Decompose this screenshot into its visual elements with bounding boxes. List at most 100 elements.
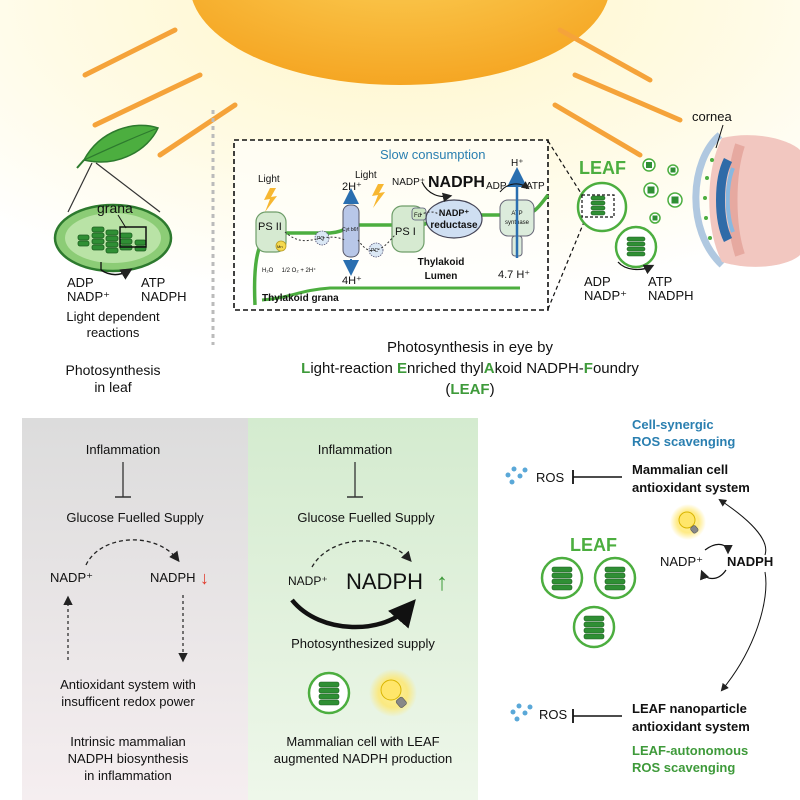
leaf-eye-illustration: LEAF ADP NADP⁺ ATP NADPH (547, 109, 800, 310)
eye-adp: ADP (584, 274, 611, 289)
ros-dots-bottom (510, 703, 533, 722)
left-antioxidant-line2: insufficent redox power (61, 694, 195, 709)
water-split: H₂O 1/2 O₂ + 2H⁺ (262, 267, 316, 274)
nadp-reductase-label-2: reductase (430, 220, 478, 231)
mid-caption-line2: augmented NADPH production (274, 751, 453, 766)
panel-right: Cell-synergic ROS scavenging ROS Mammali… (505, 417, 773, 775)
ros-bottom-label: ROS (539, 707, 568, 722)
mid-glucose: Glucose Fuelled Supply (297, 510, 435, 525)
title-f: F (584, 360, 593, 377)
main-title: Photosynthesis in eye by Light-reaction … (301, 339, 639, 398)
cytbf-complex (342, 204, 360, 258)
right-mammalian-1: Mammalian cell (632, 462, 728, 477)
title-part-4: oundry (593, 360, 639, 377)
right-leaf-nano-1: LEAF nanoparticle (632, 701, 747, 716)
left-down-arrow: ↓ (200, 568, 209, 588)
title-part-3: koid NADPH- (495, 360, 584, 377)
eye-iris (716, 157, 733, 243)
main-title-line1: Photosynthesis in eye by (387, 339, 553, 356)
electron-path (284, 211, 441, 252)
cytbf-label: Cyt b6f (342, 227, 358, 233)
pq-label: PQ (317, 236, 324, 242)
title-paren-open: ( (445, 381, 450, 398)
lightning-icon-2 (372, 184, 385, 208)
panel-left: Inflammation Glucose Fuelled Supply NADP… (22, 418, 248, 800)
pc-carrier (368, 242, 384, 258)
h2-plus: 2H⁺ (342, 181, 362, 193)
left-caption-line1: Intrinsic mammalian (70, 734, 186, 749)
eye-nadp: NADP⁺ (584, 288, 627, 303)
thyl-adp: ADP (486, 181, 507, 192)
thyl-nadph: NADPH (428, 174, 485, 191)
right-bulb-icon (678, 511, 696, 529)
leaf-nadp: NADP⁺ (67, 289, 110, 304)
title-leaf: LEAF (450, 381, 489, 398)
title-part-1: ight-reaction (310, 360, 397, 377)
cornea-label: cornea (692, 109, 733, 124)
leaf-nadph: NADPH (141, 289, 187, 304)
left-inflammation: Inflammation (86, 442, 160, 457)
leaf-atp: ATP (141, 275, 165, 290)
right-autonomous-2: ROS scavenging (632, 760, 735, 775)
right-leaf-nano-2: antioxidant system (632, 719, 750, 734)
main-title-line3: (LEAF) (445, 381, 494, 398)
nadp-reductase (425, 199, 483, 239)
left-caption-line3: in inflammation (84, 768, 171, 783)
eye-nadph: NADPH (648, 288, 694, 303)
mn-label: Mn (277, 244, 283, 249)
mid-inflammation: Inflammation (318, 442, 392, 457)
right-leaf-particles (540, 556, 637, 649)
grana-caption: Thylakoid grana (262, 293, 339, 304)
lightning-icon-1 (264, 188, 277, 212)
left-nadp: NADP⁺ (50, 570, 93, 585)
mid-bulb-icon (380, 679, 402, 701)
left-antioxidant-line1: Antioxidant system with (60, 677, 196, 692)
grana-zoom-box (119, 226, 147, 248)
leaf-title-line2: in leaf (94, 379, 131, 395)
light-label-1: Light (258, 174, 280, 185)
nadp-reductase-label-1: NADP⁺ (439, 208, 470, 218)
pc-label: PC (371, 248, 378, 254)
grana-stacks (77, 226, 147, 254)
ps1-label: PS I (395, 226, 416, 238)
mid-up-arrow: ↑ (436, 569, 448, 596)
leaf-title-line1: Photosynthesis (66, 362, 161, 378)
eye-cornea (692, 132, 725, 268)
right-nadph: NADPH (727, 554, 773, 569)
mid-nadp: NADP⁺ (288, 574, 328, 588)
right-leaf-label: LEAF (570, 535, 617, 555)
mid-nadph: NADPH (346, 569, 423, 594)
sun (192, 0, 608, 85)
title-paren-close: ) (490, 381, 495, 398)
thyl-nadp: NADP⁺ (392, 177, 425, 188)
right-autonomous-1: LEAF-autonomous (632, 743, 748, 758)
thylakoid-diagram: Slow consumption Light Light 2H⁺ PS II M… (233, 139, 550, 311)
left-glucose: Glucose Fuelled Supply (66, 510, 204, 525)
title-part-2: nriched thyl (407, 360, 484, 377)
left-caption-line2: NADPH biosynthesis (68, 751, 189, 766)
leaf-adp: ADP (67, 275, 94, 290)
grana-label: grana (97, 200, 133, 216)
mid-caption-line1: Mammalian cell with LEAF (286, 734, 439, 749)
title-e: E (397, 360, 407, 377)
main-title-line2: Light-reaction Enriched thylAkoid NADPH-… (301, 360, 639, 377)
ps2-label: PS II (258, 221, 282, 233)
eye-leaf-label: LEAF (579, 158, 626, 178)
leaf-caption-line2: reactions (87, 325, 140, 340)
eye-atp: ATP (648, 274, 672, 289)
lumen-label-2: Lumen (425, 271, 458, 282)
right-cell-synergic-1: Cell-synergic (632, 417, 714, 432)
fd-carrier (411, 207, 427, 221)
leaf-illustration: grana ADP NADP⁺ ATP NADPH Light dependen… (53, 124, 187, 395)
leaf-caption-line1: Light dependent (66, 309, 160, 324)
mn-cluster (275, 240, 287, 252)
title-a: A (484, 360, 495, 377)
right-cell-synergic-2: ROS scavenging (632, 434, 735, 449)
slow-consumption: Slow consumption (380, 147, 486, 162)
left-nadph: NADPH (150, 570, 196, 585)
ros-top-label: ROS (536, 470, 565, 485)
right-nadp: NADP⁺ (660, 554, 703, 569)
mid-photosynthesized: Photosynthesized supply (291, 636, 435, 651)
